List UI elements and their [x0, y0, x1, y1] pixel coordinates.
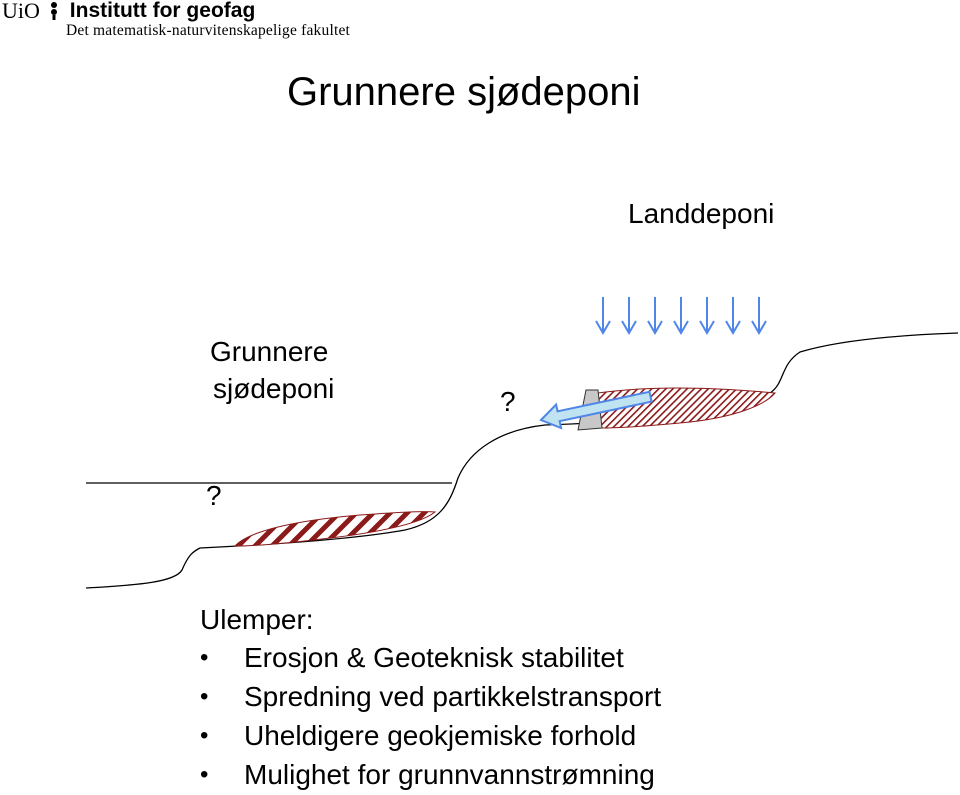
- list-item-text: Mulighet for grunnvannstrømning: [244, 759, 655, 790]
- seepage-arrow-icon: [539, 390, 653, 430]
- down-arrow-icon: [725, 297, 741, 335]
- uio-logo-text: UiO: [2, 0, 40, 23]
- land-deposit-label: Landdeponi: [628, 198, 775, 229]
- down-arrow-icon: [673, 297, 689, 335]
- uio-seal-icon: [51, 2, 58, 20]
- shallow-sea-deposit: [233, 511, 437, 547]
- disadvantages-list: • Erosjon & Geoteknisk stabilitet • Spre…: [200, 638, 661, 794]
- terrain-profile: [85, 332, 959, 589]
- shallow-deposit-label: Grunnere sjødeponi: [210, 333, 334, 407]
- disadvantages-heading: Ulemper:: [200, 604, 314, 635]
- shallow-label-line1: Grunnere: [210, 336, 329, 367]
- department-name: Institutt for geofag: [69, 0, 256, 22]
- list-item-text: Erosjon & Geoteknisk stabilitet: [244, 642, 624, 673]
- list-item: • Mulighet for grunnvannstrømning: [200, 755, 661, 794]
- bullet-icon: •: [200, 761, 209, 788]
- down-arrow-icon: [699, 297, 715, 335]
- list-item-text: Spredning ved partikkelstransport: [244, 681, 662, 712]
- list-item-text: Uheldigere geokjemiske forhold: [244, 720, 637, 751]
- down-arrow-icon: [621, 297, 637, 335]
- down-arrow-icon: [595, 297, 611, 335]
- bullet-icon: •: [200, 644, 209, 671]
- bullet-icon: •: [200, 683, 209, 710]
- list-item: • Erosjon & Geoteknisk stabilitet: [200, 638, 661, 677]
- down-arrow-icon: [751, 297, 767, 335]
- question-mark-lower: ?: [206, 480, 222, 511]
- institution-brand: UiO Institutt for geofag: [2, 0, 255, 24]
- down-arrow-icon: [647, 297, 663, 335]
- infiltration-arrows: [595, 297, 767, 335]
- slide-title: Grunnere sjødeponi: [287, 70, 641, 114]
- bullet-icon: •: [200, 722, 209, 749]
- list-item: • Uheldigere geokjemiske forhold: [200, 716, 661, 755]
- shallow-label-line2: sjødeponi: [213, 373, 335, 404]
- faculty-name: Det matematisk-naturvitenskapelige fakul…: [66, 22, 351, 39]
- list-item: • Spredning ved partikkelstransport: [200, 677, 661, 716]
- question-mark-upper: ?: [500, 386, 516, 417]
- disadvantages-section: Ulemper: • Erosjon & Geoteknisk stabilit…: [200, 602, 661, 794]
